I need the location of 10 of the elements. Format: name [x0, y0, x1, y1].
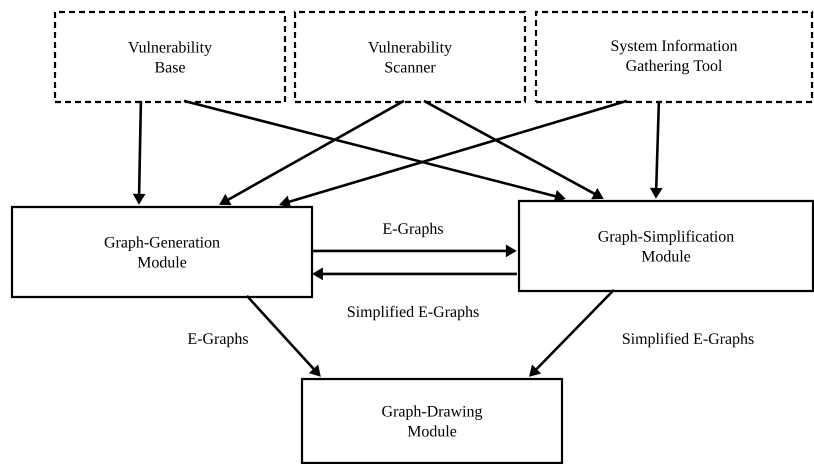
module-box: Graph-Drawing Module [300, 378, 564, 464]
edge-label: Simplified E-Graphs [346, 304, 480, 322]
module-box: Graph-Generation Module [10, 206, 314, 298]
source-box: Vulnerability Base [54, 10, 286, 104]
edge-label: E-Graphs [381, 222, 445, 238]
source-box: System Information Gathering Tool [534, 10, 814, 104]
edge-label: E-Graphs [186, 332, 250, 348]
edge-label: Simplified E-Graphs [620, 332, 756, 348]
module-box: Graph-Simplification Module [518, 200, 814, 292]
source-box: Vulnerability Scanner [294, 10, 526, 104]
